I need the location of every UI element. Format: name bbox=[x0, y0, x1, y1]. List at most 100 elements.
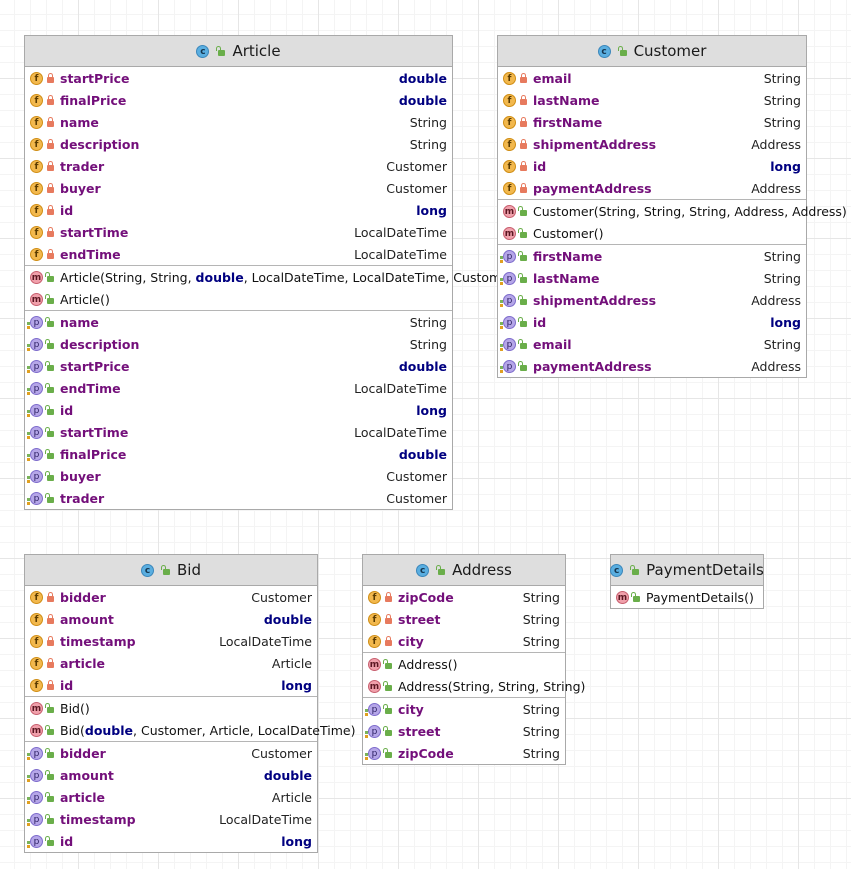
property-icon: p bbox=[27, 403, 43, 417]
private-lock-icon bbox=[47, 227, 54, 237]
method-signature: PaymentDetails() bbox=[646, 589, 754, 605]
field-type: Address bbox=[751, 136, 801, 152]
public-lock-icon bbox=[45, 770, 54, 780]
property-type: Customer bbox=[386, 490, 447, 506]
field-name: description bbox=[60, 136, 140, 152]
method-icon: m bbox=[30, 723, 43, 737]
method-signature: Address(String, String, String) bbox=[398, 678, 586, 694]
property-icon: p bbox=[500, 315, 516, 329]
property-name: endTime bbox=[60, 380, 121, 396]
field-name: buyer bbox=[60, 180, 101, 196]
field-icon: f bbox=[30, 612, 43, 626]
method-icon: m bbox=[30, 292, 43, 306]
property-name: finalPrice bbox=[60, 446, 127, 462]
field-name: finalPrice bbox=[60, 92, 127, 108]
field-name: id bbox=[60, 202, 74, 218]
field-icon: f bbox=[30, 678, 43, 692]
param-type: Customer bbox=[140, 722, 202, 738]
public-lock-icon bbox=[45, 272, 54, 282]
field-icon: f bbox=[503, 181, 516, 195]
class-name: Address bbox=[452, 561, 512, 579]
method-name: Bid bbox=[60, 700, 80, 716]
field-type: double bbox=[263, 611, 312, 627]
field-icon: f bbox=[30, 93, 43, 107]
property-name: city bbox=[398, 701, 424, 717]
property-name: paymentAddress bbox=[533, 358, 652, 374]
private-lock-icon bbox=[47, 183, 54, 193]
param-type: Article bbox=[209, 722, 250, 738]
property-name: id bbox=[60, 833, 74, 849]
method-name: PaymentDetails bbox=[646, 589, 745, 605]
method-icon: m bbox=[503, 204, 516, 218]
field-name: name bbox=[60, 114, 99, 130]
public-lock-icon bbox=[383, 726, 392, 736]
public-lock-icon bbox=[383, 681, 392, 691]
private-lock-icon bbox=[385, 636, 392, 646]
method-icon: m bbox=[30, 701, 43, 715]
public-lock-icon bbox=[45, 383, 54, 393]
property-name: bidder bbox=[60, 745, 106, 761]
